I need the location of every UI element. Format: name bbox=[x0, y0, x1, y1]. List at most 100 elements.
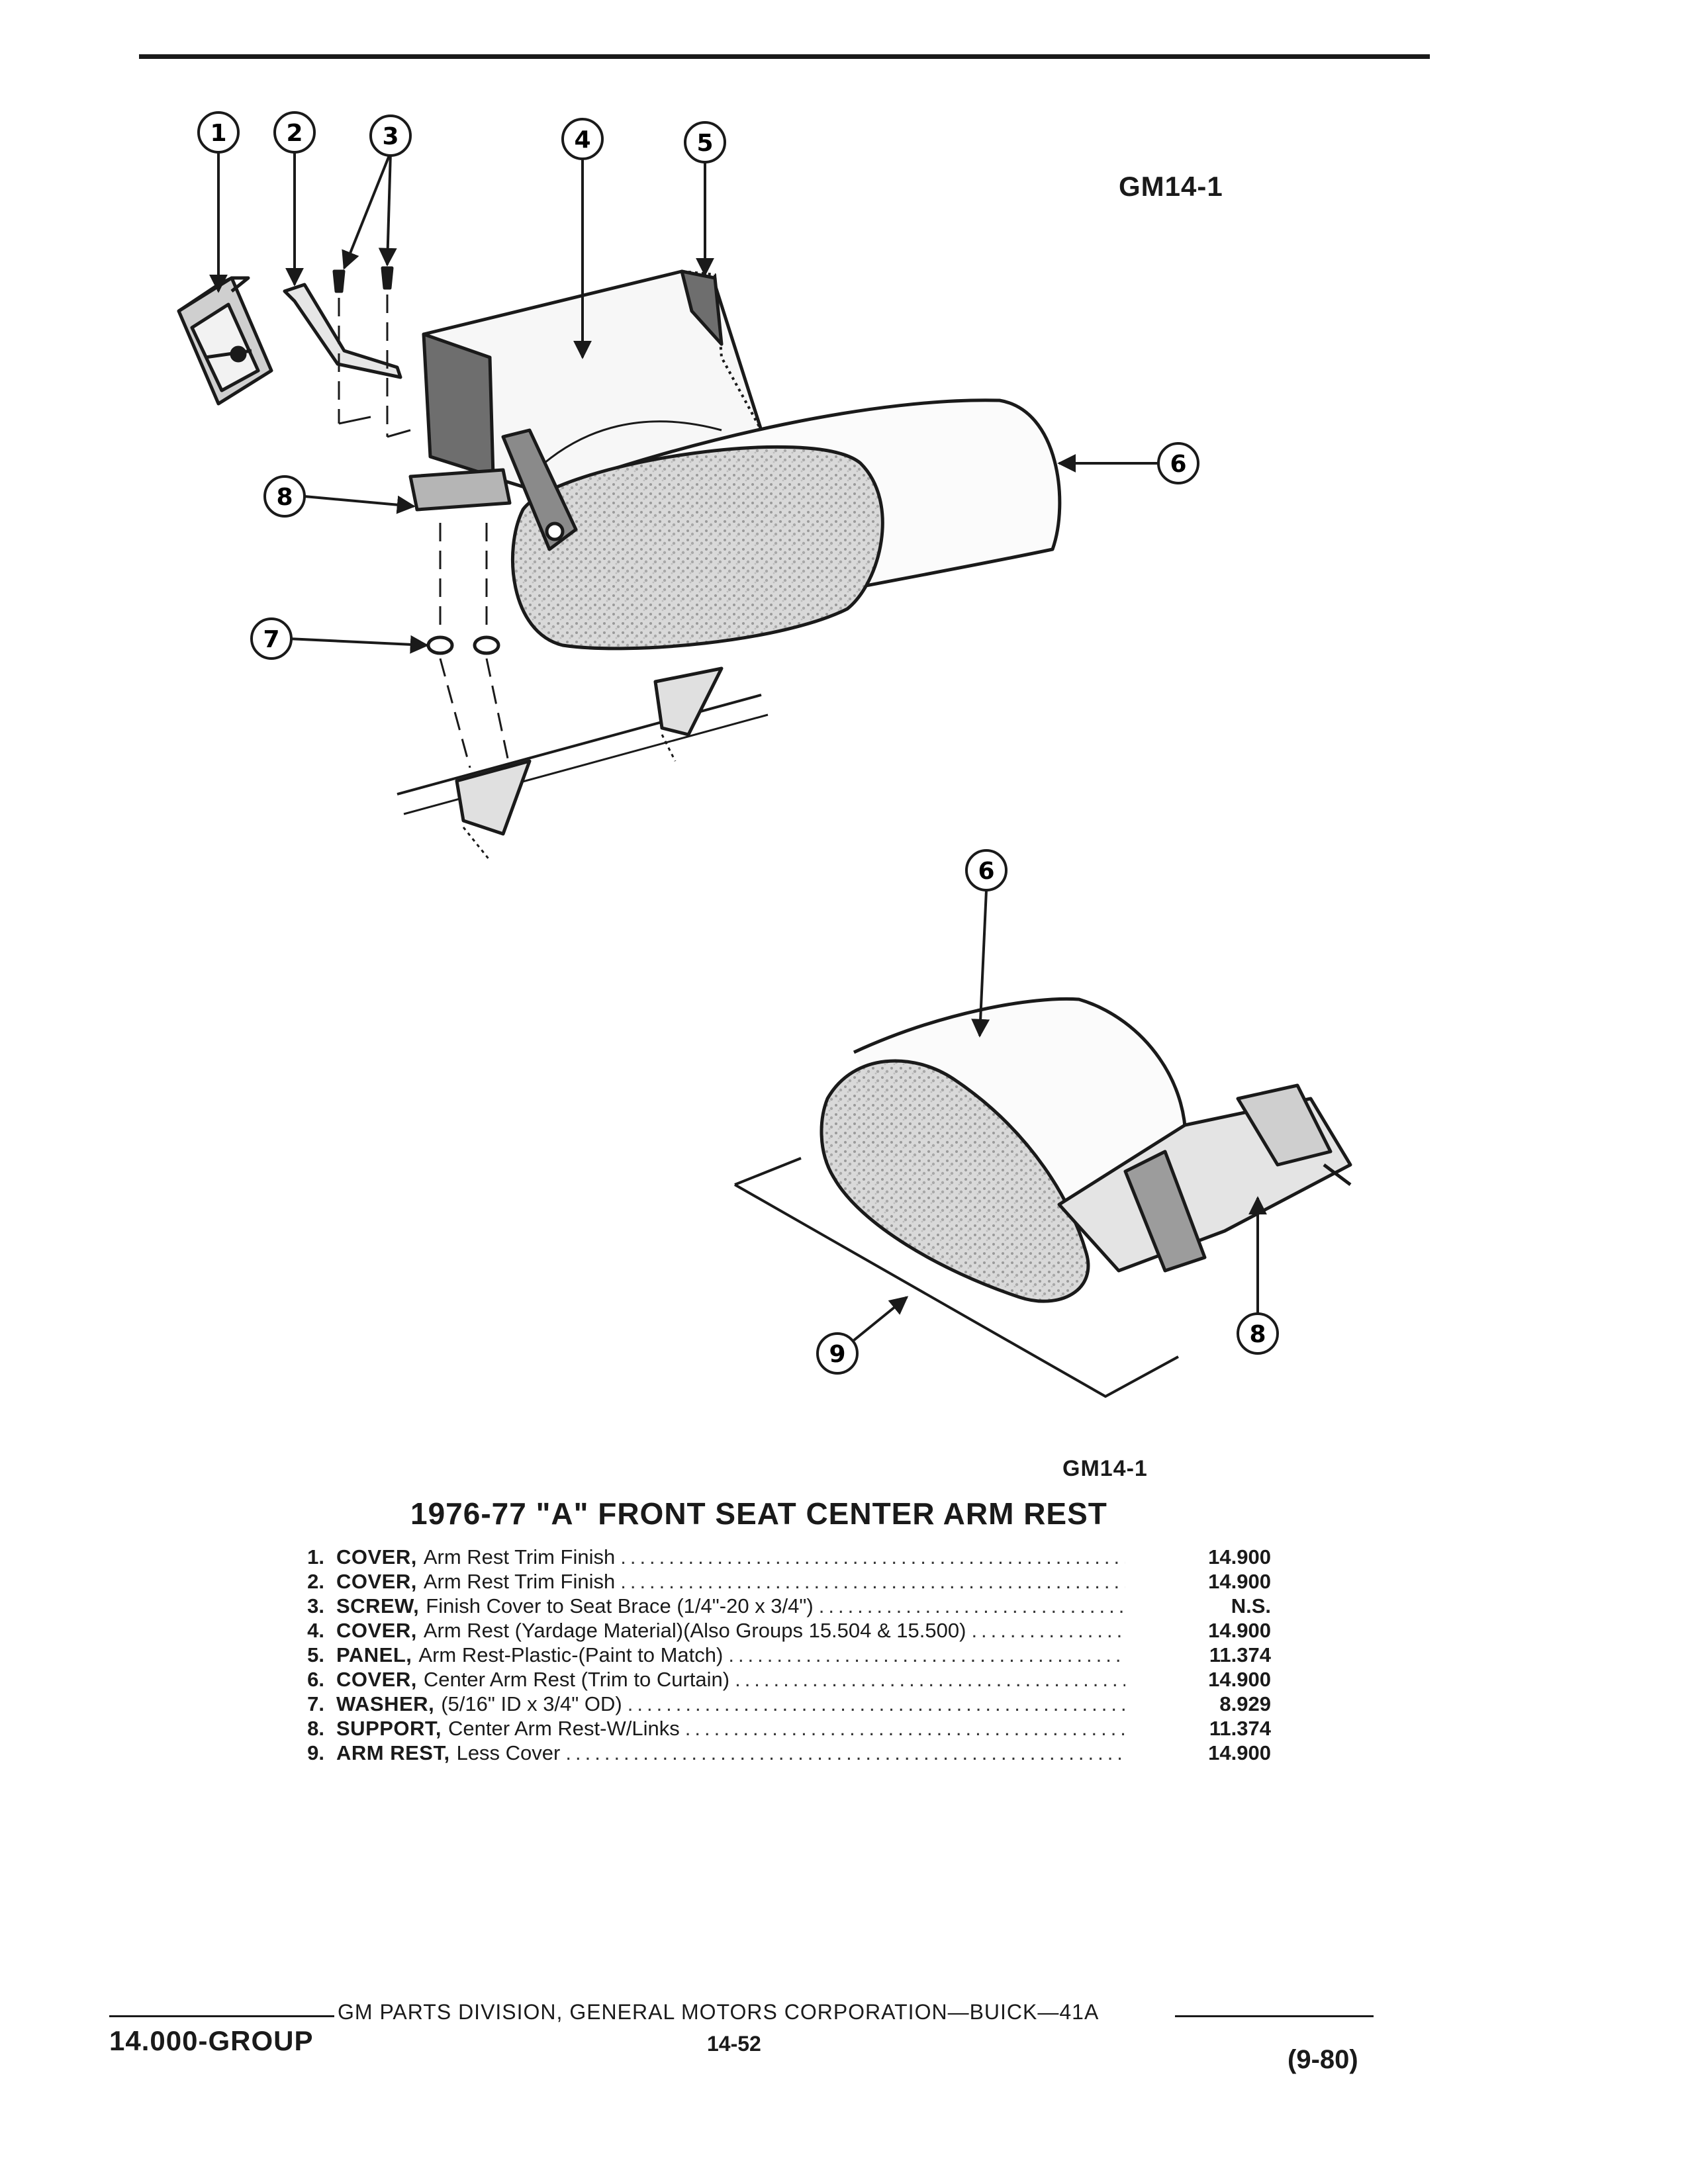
callout-2: 2 bbox=[273, 111, 316, 154]
svg-text:7: 7 bbox=[263, 626, 279, 653]
part-name: COVER, bbox=[336, 1545, 417, 1569]
part-6-center-arm-rest-cover-top bbox=[511, 398, 1062, 651]
callout-6-bottom: 6 bbox=[965, 849, 1008, 891]
part-7-washers bbox=[426, 523, 511, 768]
svg-text:5: 5 bbox=[696, 130, 713, 157]
part-group-number: 8.929 bbox=[1219, 1692, 1271, 1715]
callout-9: 9 bbox=[816, 1332, 859, 1375]
part-row: 3. SCREW, Finish Cover to Seat Brace (1/… bbox=[278, 1594, 1271, 1619]
callout-8-bottom: 8 bbox=[1237, 1312, 1279, 1355]
svg-text:6: 6 bbox=[978, 858, 994, 885]
callout-1: 1 bbox=[197, 111, 240, 154]
parts-list: 1. COVER, Arm Rest Trim Finish .........… bbox=[278, 1545, 1271, 1766]
part-row: 5. PANEL, Arm Rest-Plastic-(Paint to Mat… bbox=[278, 1643, 1271, 1668]
callout-5: 5 bbox=[684, 121, 726, 163]
part-description: (5/16" ID x 3/4" OD) bbox=[441, 1692, 622, 1715]
part-group-number: 14.900 bbox=[1208, 1570, 1271, 1593]
part-number: 3. bbox=[307, 1594, 324, 1617]
part-number: 9. bbox=[307, 1741, 324, 1764]
part-name: COVER, bbox=[336, 1668, 417, 1691]
footer-corporation: GM PARTS DIVISION, GENERAL MOTORS CORPOR… bbox=[338, 2000, 1100, 2024]
part-number: 5. bbox=[307, 1643, 324, 1666]
svg-text:4: 4 bbox=[574, 126, 590, 154]
callouts: 1 2 3 4 5 6 8 7 6 9 8 bbox=[197, 111, 1279, 1375]
assembled-support bbox=[1057, 1083, 1352, 1273]
part-row: 1. COVER, Arm Rest Trim Finish .........… bbox=[278, 1545, 1271, 1570]
part-3-screws bbox=[332, 266, 411, 438]
part-number: 1. bbox=[307, 1545, 324, 1569]
part-number: 8. bbox=[307, 1717, 324, 1740]
exploded-diagram: 1 2 3 4 5 6 8 7 6 9 8 bbox=[177, 111, 1352, 1398]
leader-lines bbox=[209, 149, 1267, 1342]
part-description: Center Arm Rest (Trim to Curtain) bbox=[423, 1668, 730, 1691]
part-row: 2. COVER, Arm Rest Trim Finish .........… bbox=[278, 1570, 1271, 1594]
figure-code-bottom: GM14-1 bbox=[1062, 1456, 1148, 1481]
part-number: 2. bbox=[307, 1570, 324, 1593]
part-description: Arm Rest-Plastic-(Paint to Match) bbox=[418, 1643, 724, 1666]
top-rule bbox=[139, 54, 1430, 59]
part-description: Arm Rest Trim Finish bbox=[423, 1570, 616, 1593]
svg-text:8: 8 bbox=[276, 484, 293, 511]
part-description: Less Cover bbox=[456, 1741, 561, 1764]
part-name: SCREW, bbox=[336, 1594, 420, 1617]
part-description: Finish Cover to Seat Brace (1/4"-20 x 3/… bbox=[426, 1594, 814, 1617]
part-1-trim-cover bbox=[177, 276, 273, 406]
dot-leader: ........................................… bbox=[565, 1741, 1125, 1764]
part-9-bracket bbox=[734, 1157, 1179, 1398]
part-description: Arm Rest Trim Finish bbox=[423, 1545, 616, 1569]
section-title: 1976-77 "A" FRONT SEAT CENTER ARM REST bbox=[410, 1496, 1107, 1531]
dot-leader: ........................................… bbox=[620, 1545, 1125, 1569]
part-row: 9. ARM REST, Less Cover ................… bbox=[278, 1741, 1271, 1766]
part-description: Center Arm Rest-W/Links bbox=[448, 1717, 680, 1740]
part-description: Arm Rest (Yardage Material)(Also Groups … bbox=[423, 1619, 966, 1642]
dot-leader: ........................................… bbox=[735, 1668, 1125, 1691]
part-group-number: N.S. bbox=[1231, 1594, 1271, 1617]
page-number: 14-52 bbox=[707, 2032, 761, 2056]
part-group-number: 11.374 bbox=[1209, 1717, 1271, 1740]
part-group-number: 11.374 bbox=[1209, 1643, 1271, 1666]
footer-group-label: 14.000-GROUP bbox=[109, 2025, 314, 2056]
part-row: 8. SUPPORT, Center Arm Rest-W/Links ....… bbox=[278, 1717, 1271, 1741]
part-row: 4. COVER, Arm Rest (Yardage Material)(Al… bbox=[278, 1619, 1271, 1643]
part-name: PANEL, bbox=[336, 1643, 412, 1666]
footer-rule-left bbox=[109, 2015, 334, 2017]
part-8-support-top bbox=[408, 428, 578, 551]
part-number: 7. bbox=[307, 1692, 324, 1715]
footer-rule-right bbox=[1175, 2015, 1374, 2017]
part-row: 7. WASHER, (5/16" ID x 3/4" OD) ........… bbox=[278, 1692, 1271, 1717]
part-number: 6. bbox=[307, 1668, 324, 1691]
callout-7: 7 bbox=[250, 617, 293, 660]
part-5-arm-rest-panel bbox=[422, 269, 724, 478]
callout-6-top: 6 bbox=[1157, 442, 1199, 484]
dot-leader: ........................................… bbox=[620, 1570, 1125, 1593]
svg-text:9: 9 bbox=[829, 1341, 845, 1368]
part-number: 4. bbox=[307, 1619, 324, 1642]
dot-leader: ........................................… bbox=[971, 1619, 1125, 1642]
revision-date: (9-80) bbox=[1288, 2045, 1358, 2074]
part-name: COVER, bbox=[336, 1619, 417, 1642]
svg-text:2: 2 bbox=[286, 120, 303, 147]
part-group-number: 14.900 bbox=[1208, 1545, 1271, 1569]
part-2-trim-cover bbox=[283, 283, 402, 379]
seat-frame bbox=[397, 666, 769, 861]
callout-3: 3 bbox=[369, 114, 412, 157]
part-name: SUPPORT, bbox=[336, 1717, 442, 1740]
part-group-number: 14.900 bbox=[1208, 1619, 1271, 1642]
dot-leader: ........................................… bbox=[684, 1717, 1125, 1740]
part-name: WASHER, bbox=[336, 1692, 435, 1715]
dot-leader: ........................................… bbox=[627, 1692, 1125, 1715]
dot-leader: ........................................… bbox=[728, 1643, 1125, 1666]
part-group-number: 14.900 bbox=[1208, 1741, 1271, 1764]
callout-8-top: 8 bbox=[263, 475, 306, 518]
svg-text:6: 6 bbox=[1170, 451, 1186, 478]
figure-code-top: GM14-1 bbox=[1119, 171, 1223, 202]
svg-text:3: 3 bbox=[382, 123, 399, 150]
svg-text:1: 1 bbox=[210, 120, 226, 147]
svg-text:8: 8 bbox=[1249, 1321, 1266, 1348]
part-group-number: 14.900 bbox=[1208, 1668, 1271, 1691]
callout-4: 4 bbox=[561, 118, 604, 160]
part-row: 6. COVER, Center Arm Rest (Trim to Curta… bbox=[278, 1668, 1271, 1692]
part-name: ARM REST, bbox=[336, 1741, 450, 1764]
part-name: COVER, bbox=[336, 1570, 417, 1593]
dot-leader: ........................................… bbox=[818, 1594, 1125, 1617]
